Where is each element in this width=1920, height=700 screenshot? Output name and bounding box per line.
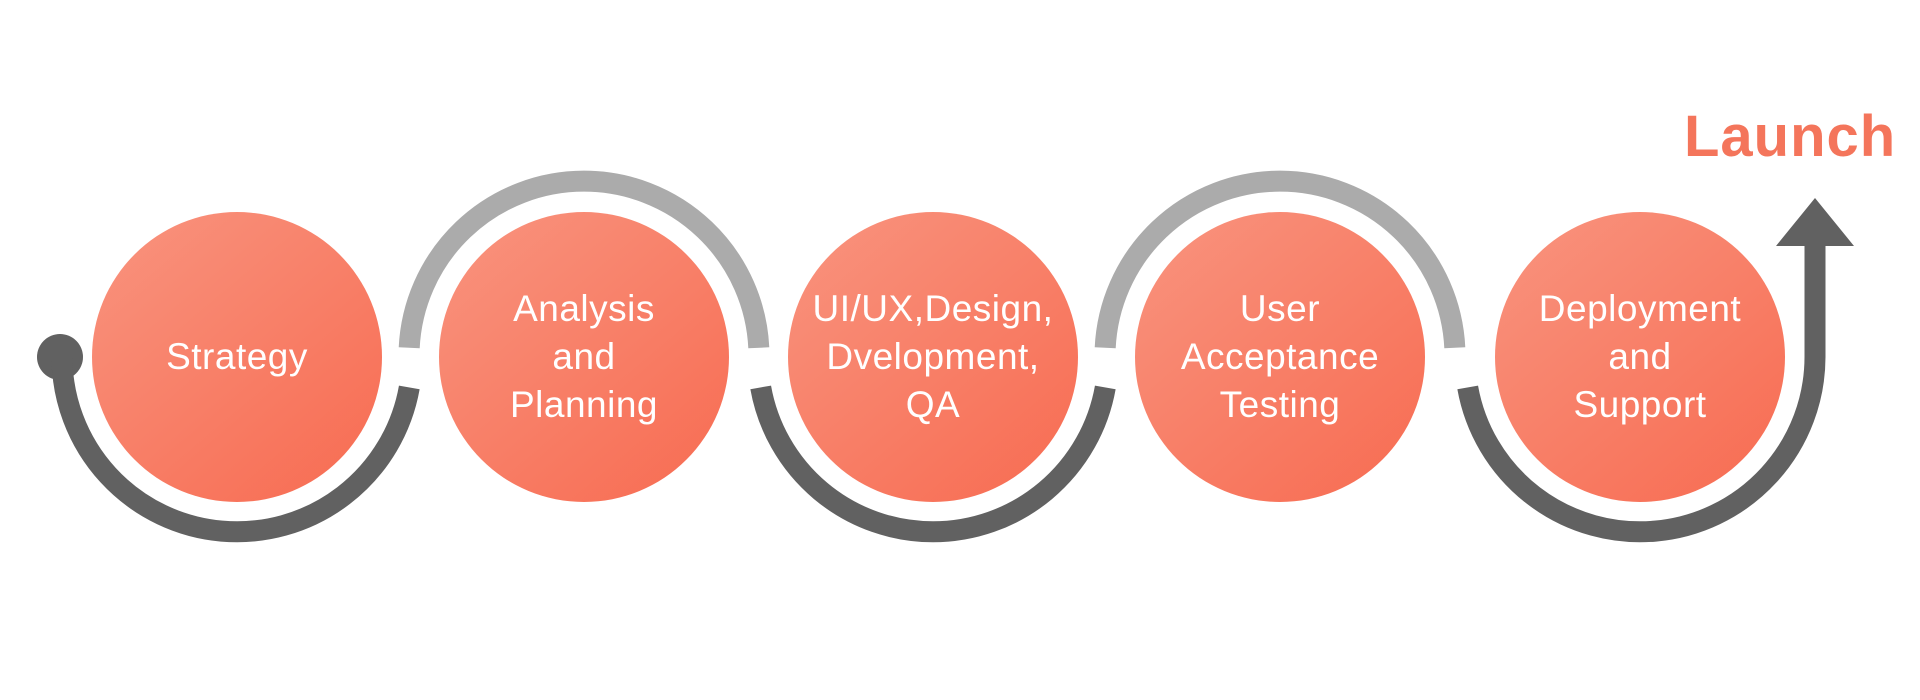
step-circle-analysis-planning: Analysis and Planning: [439, 212, 729, 502]
step-circle-design-development-qa: UI/UX,Design, Dvelopment, QA: [788, 212, 1078, 502]
step-label-design-development-qa: UI/UX,Design, Dvelopment, QA: [812, 288, 1054, 425]
connector-arc-over-step-4: [1094, 170, 1466, 349]
step-label-deployment-support: Deployment and Support: [1538, 288, 1742, 425]
step-label-analysis-planning: Analysis and Planning: [509, 288, 658, 425]
step-label-strategy: Strategy: [166, 336, 308, 377]
step-circle-deployment-support: Deployment and Support: [1495, 212, 1785, 502]
arrow-up-icon: [1776, 198, 1854, 246]
connector-arc-under-step-1: [51, 356, 420, 543]
step-circle-strategy: Strategy: [92, 212, 382, 502]
connector-arc-over-step-2: [398, 170, 770, 349]
launch-label: Launch: [1684, 104, 1897, 169]
step-label-user-acceptance-testing: User Acceptance Testing: [1180, 288, 1380, 425]
step-circle-user-acceptance-testing: User Acceptance Testing: [1135, 212, 1425, 502]
connector-arc-under-step-3: [750, 385, 1116, 543]
connector-arc-under-step-5-to-arrow: [1457, 246, 1826, 543]
